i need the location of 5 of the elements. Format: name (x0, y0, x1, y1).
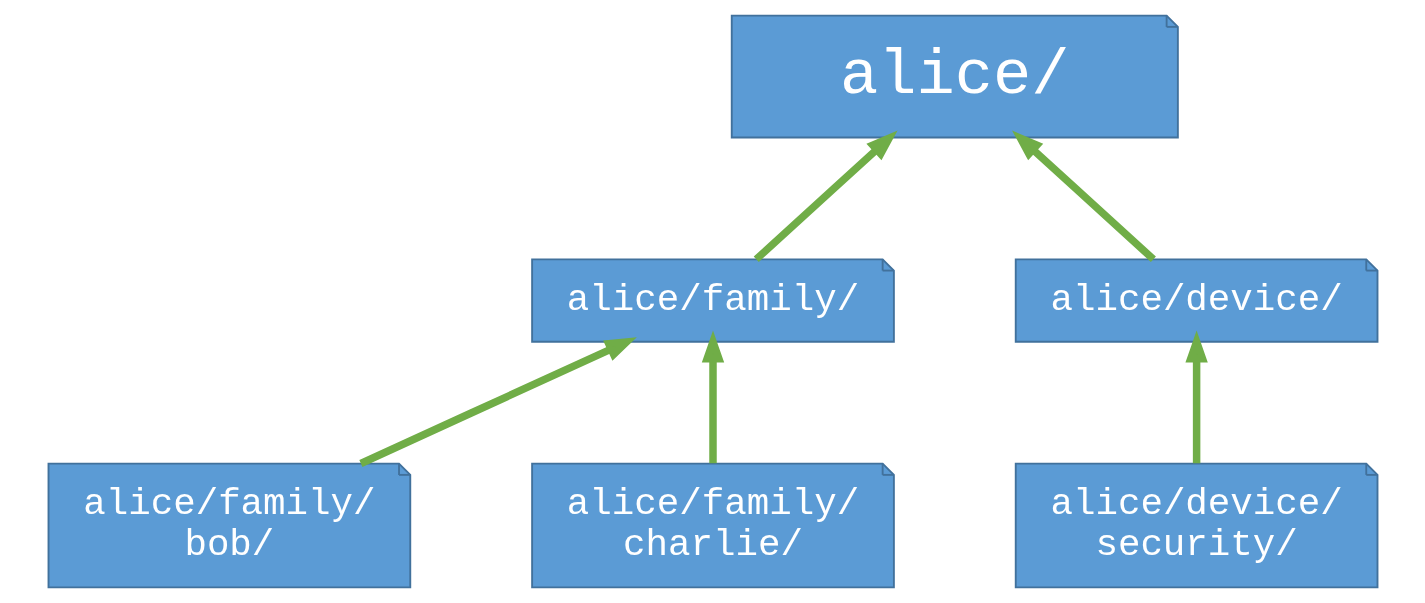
arrow (358, 337, 637, 467)
arrow (1184, 330, 1208, 464)
arrow (753, 130, 898, 263)
arrow (701, 330, 724, 464)
arrow (1011, 130, 1156, 263)
